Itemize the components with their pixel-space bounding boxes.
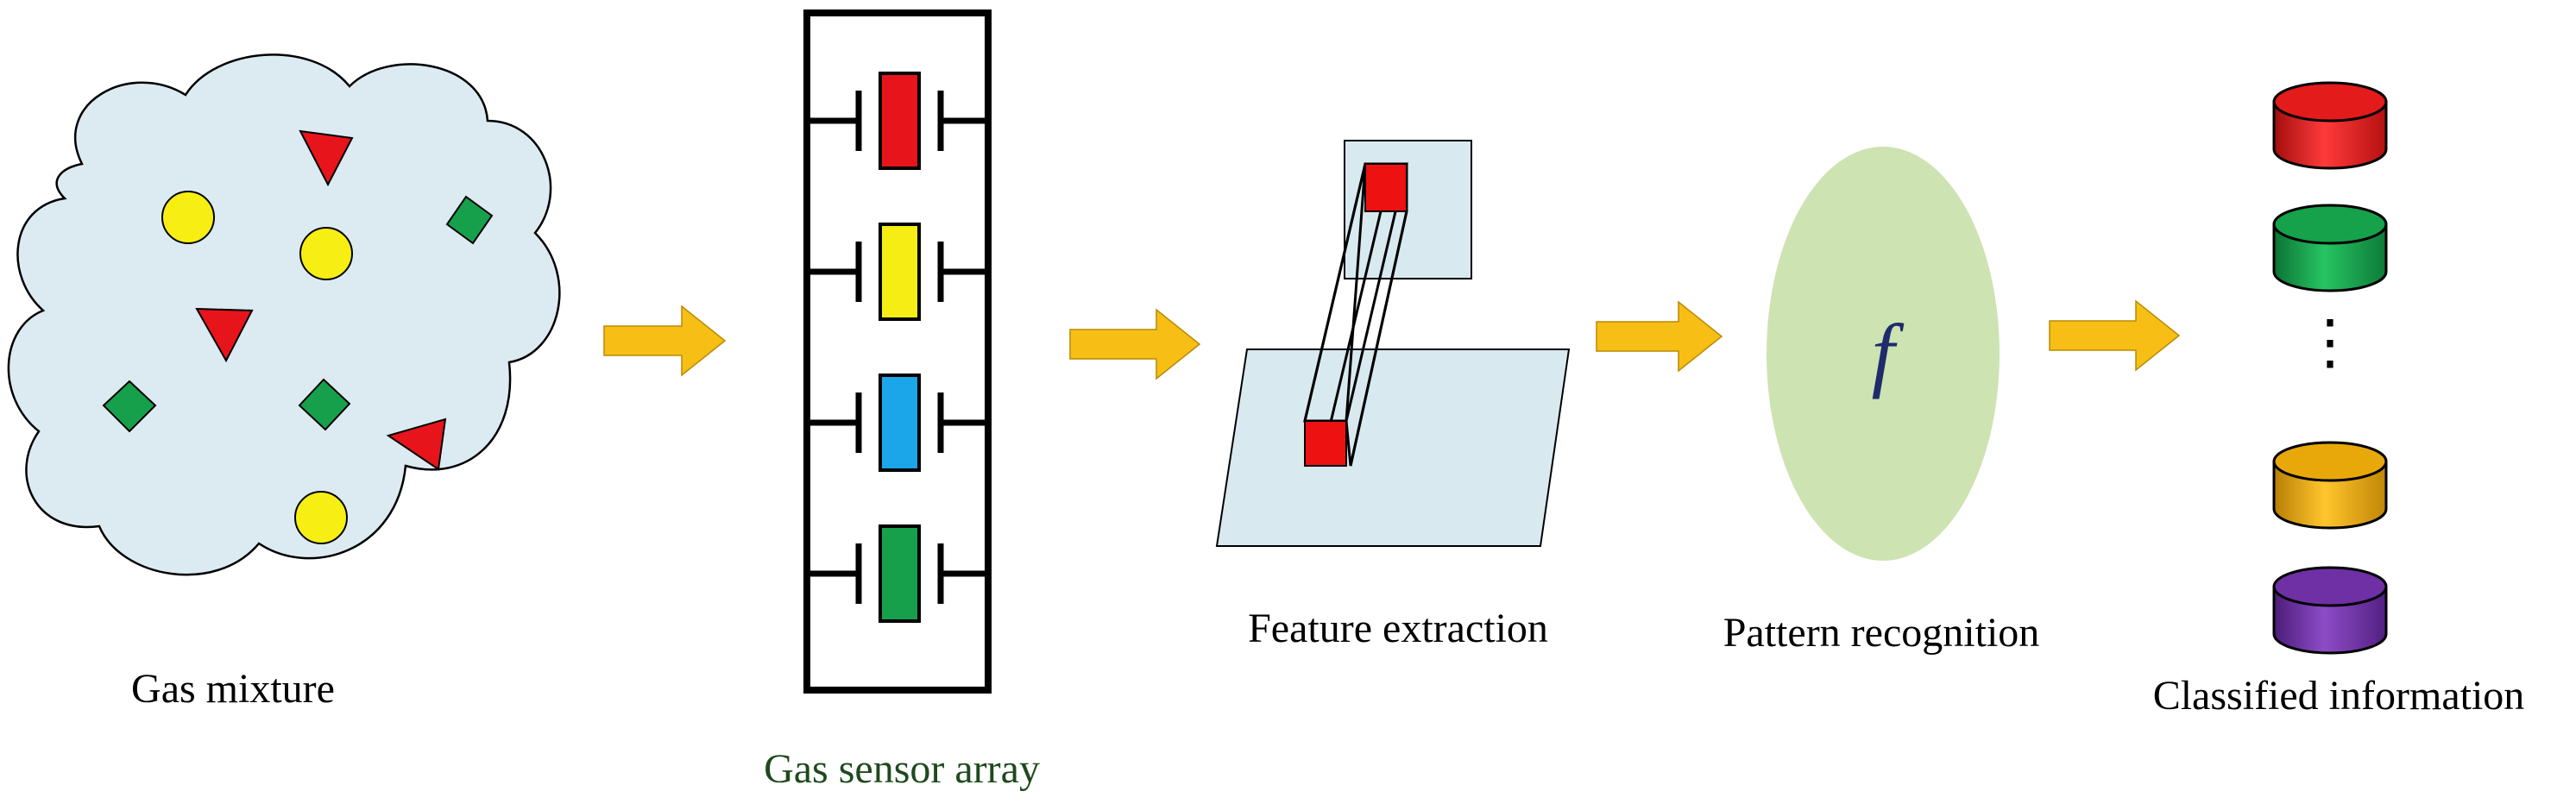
molecule-diamond: [102, 380, 157, 433]
molecule-triangle: [299, 129, 354, 187]
molecule-diamond: [445, 195, 494, 245]
flow-arrow-1: [603, 305, 727, 377]
sensor-2: [807, 223, 988, 321]
flow-arrow-4: [2049, 299, 2181, 372]
molecule-circle: [294, 491, 348, 544]
class-cylinder-4: [2272, 566, 2388, 655]
feature-block-top: [1364, 163, 1408, 212]
class-cylinder-1: [2272, 81, 2388, 170]
molecule-circle: [161, 191, 215, 244]
gas-mixture-cloud: [7, 53, 561, 576]
cloud-shape: [7, 53, 561, 576]
molecule-triangle: [386, 418, 447, 471]
flow-arrow-2: [1069, 308, 1201, 380]
gas-sensor-array-label: Gas sensor array: [764, 746, 1040, 792]
classified-information-label: Classified information: [2152, 673, 2525, 719]
sensor-3: [807, 374, 988, 472]
molecule-diamond: [298, 378, 351, 431]
pattern-recognition-ellipse: [1767, 147, 2000, 561]
gas-sensor-array: [803, 9, 992, 694]
flow-arrow-3: [1596, 300, 1723, 373]
classified-cylinders: [2272, 81, 2388, 655]
class-cylinder-2: [2272, 204, 2388, 292]
pattern-recognition-label: Pattern recognition: [1723, 610, 2040, 656]
feature-extraction-graphic: [1215, 140, 1571, 547]
ellipsis-icon: ⋮: [2300, 310, 2360, 376]
feature-block-bottom: [1304, 420, 1347, 467]
lower-plane: [1215, 348, 1571, 547]
molecule-circle: [299, 227, 353, 280]
molecule-triangle: [195, 307, 254, 363]
sensor-1: [807, 72, 988, 170]
class-cylinder-3: [2272, 441, 2388, 530]
gas-mixture-label: Gas mixture: [131, 666, 335, 712]
sensor-4: [807, 524, 988, 623]
feature-extraction-label: Feature extraction: [1248, 606, 1548, 651]
